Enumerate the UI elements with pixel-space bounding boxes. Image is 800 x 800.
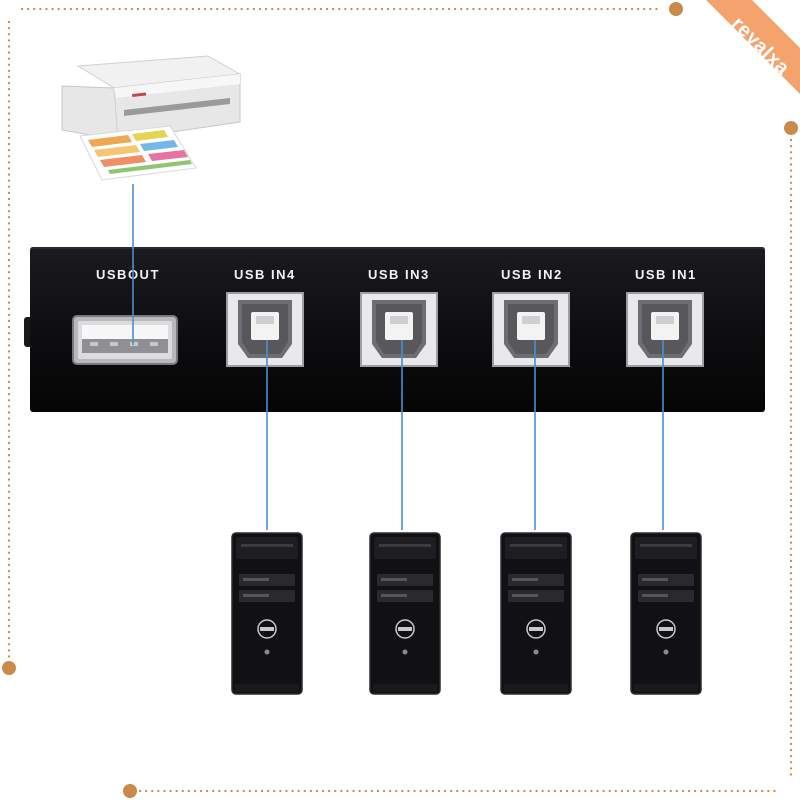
desktop-tower-icon xyxy=(231,532,303,695)
port-label-usb-in3: USB IN3 xyxy=(368,267,430,282)
border-corner-dot xyxy=(123,784,137,798)
usb-b-port-in2 xyxy=(492,292,570,367)
port-label-usb-in1: USB IN1 xyxy=(635,267,697,282)
border-corner-dot xyxy=(669,2,683,16)
usb-a-port-out xyxy=(72,315,178,365)
port-label-usb-in2: USB IN2 xyxy=(501,267,563,282)
port-label-usb-out: USBOUT xyxy=(96,267,160,282)
port-label-usb-in4: USB IN4 xyxy=(234,267,296,282)
usb-b-port-in3 xyxy=(360,292,438,367)
usb-switch-box: USBOUT USB IN4 USB IN3 USB IN2 USB IN1 xyxy=(24,247,765,412)
desktop-tower-icon xyxy=(630,532,702,695)
border-corner-dot xyxy=(2,661,16,675)
usb-b-port-in1 xyxy=(626,292,704,367)
switch-side-knob xyxy=(24,317,30,347)
usb-b-port-in4 xyxy=(226,292,304,367)
border-corner-dot xyxy=(784,121,798,135)
desktop-tower-icon xyxy=(500,532,572,695)
desktop-tower-icon xyxy=(369,532,441,695)
printer-icon xyxy=(61,55,242,181)
